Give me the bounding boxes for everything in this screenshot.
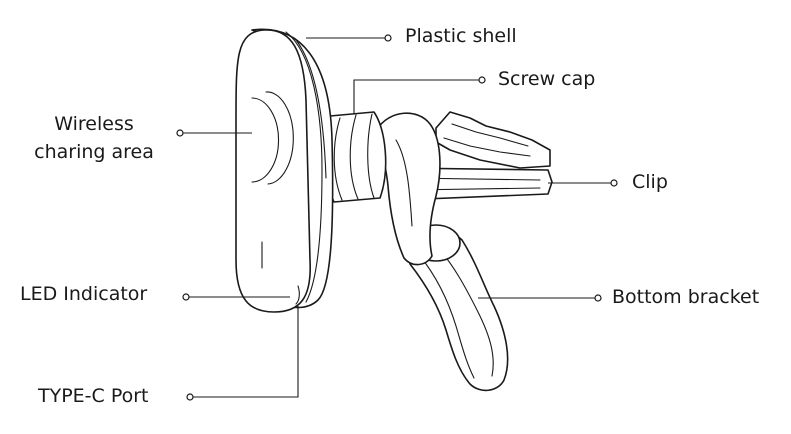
- label-screw-cap: Screw cap: [498, 68, 596, 90]
- charging-ring-arc: [251, 97, 280, 183]
- arm-drawing: [377, 112, 441, 266]
- label-bottom-bracket: Bottom bracket: [612, 286, 760, 308]
- label-wireless-line1: Wireless: [54, 113, 134, 135]
- label-clip: Clip: [632, 171, 668, 193]
- label-type-c-port: TYPE-C Port: [38, 385, 149, 407]
- label-led-indicator: LED Indicator: [20, 283, 148, 305]
- usb-c-port: [295, 285, 300, 305]
- leader-lines: [176, 34, 618, 401]
- label-wireless-line2: charing area: [34, 141, 154, 163]
- label-plastic-shell: Plastic shell: [405, 25, 517, 47]
- clip-drawing: [399, 111, 553, 201]
- charging-face-drawing: [235, 29, 311, 313]
- label-wireless-charging-area: Wireless charing area: [28, 110, 160, 166]
- charging-ring-arc-inner: [265, 91, 294, 185]
- screw-cap-drawing: [323, 111, 387, 203]
